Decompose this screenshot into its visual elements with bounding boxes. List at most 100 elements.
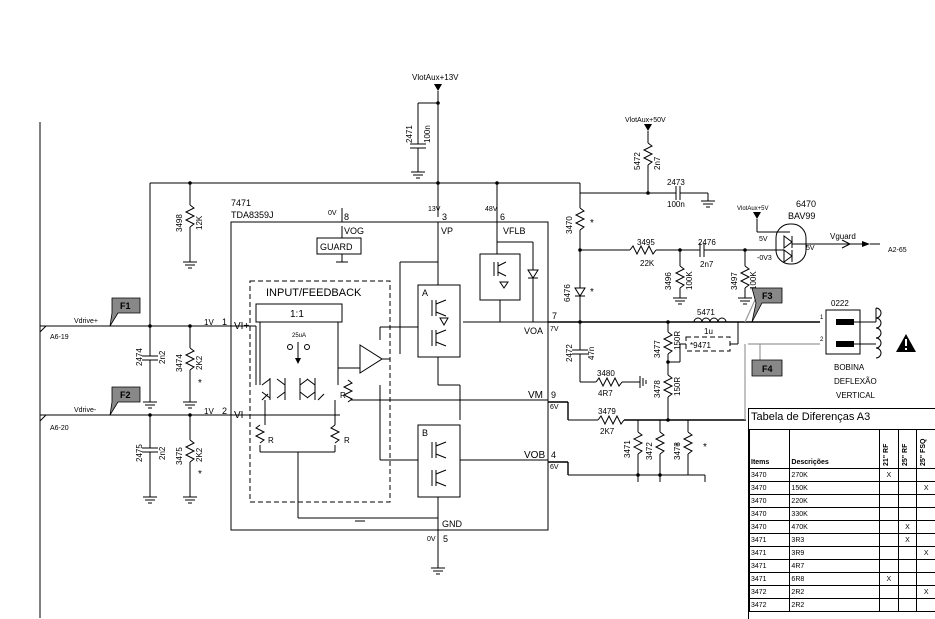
volt-pin4: 6V bbox=[550, 464, 559, 471]
r3474-ref: 3474 bbox=[175, 354, 184, 372]
table-cell-c bbox=[917, 573, 935, 586]
r3471-ref: 3471 bbox=[623, 440, 632, 458]
r3496-ref: 3496 bbox=[664, 272, 673, 290]
vdrive-minus-label: Vdrive- bbox=[74, 407, 97, 414]
d6476-ref: 6476 bbox=[563, 284, 572, 302]
c2473-ref: 2473 bbox=[667, 178, 685, 187]
table-cell-a bbox=[879, 521, 898, 534]
volt-pin9: 6V bbox=[550, 404, 559, 411]
supply-arrow-13v bbox=[434, 84, 442, 91]
r3479-value: 2K7 bbox=[600, 427, 615, 436]
table-cell-c bbox=[917, 521, 935, 534]
table-cell-c bbox=[917, 495, 935, 508]
r3496-value: 100K bbox=[685, 271, 694, 290]
table-cell-item: 3471 bbox=[750, 560, 790, 573]
r3477-value: 150R bbox=[673, 331, 682, 350]
table-cell-b bbox=[898, 547, 917, 560]
flag-f2-label: F2 bbox=[120, 390, 131, 400]
table-cell-item: 3470 bbox=[750, 521, 790, 534]
r3470-ref: 3470 bbox=[565, 216, 574, 234]
table-title: Tabela de Diferenças A3 bbox=[751, 411, 870, 423]
a6-19-label: A6-19 bbox=[50, 334, 69, 341]
c2476-ref: 2476 bbox=[698, 238, 716, 247]
volt-pin2: 1V bbox=[204, 407, 214, 416]
table-cell-item: 3470 bbox=[750, 469, 790, 482]
table-cell-b bbox=[898, 586, 917, 599]
table-cell-a bbox=[879, 495, 898, 508]
ic-part: TDA8359J bbox=[231, 210, 274, 220]
pin-1: 1 bbox=[222, 317, 227, 327]
c2474-ref: 2474 bbox=[135, 348, 144, 366]
r3470-star: * bbox=[590, 218, 594, 229]
r3497-value: 100K bbox=[749, 271, 758, 290]
table-cell-a bbox=[879, 534, 898, 547]
table-cell-c bbox=[917, 534, 935, 547]
r3475-star: * bbox=[198, 469, 202, 480]
table-cell-item: 3471 bbox=[750, 534, 790, 547]
volt-pin7: 7V bbox=[550, 326, 559, 333]
table-cell-c: X bbox=[917, 586, 935, 599]
table-cell-desc: 270K bbox=[790, 469, 880, 482]
l5471-value: 1u bbox=[704, 327, 713, 336]
r3498-value: 12K bbox=[195, 215, 204, 230]
flag-f1-label: F1 bbox=[120, 301, 131, 311]
internal-resistor-r2: R bbox=[344, 436, 350, 445]
table-cell-c bbox=[917, 560, 935, 573]
ic-gnd-label: GND bbox=[442, 519, 463, 529]
r3477-ref: 3477 bbox=[653, 340, 662, 358]
volt-5v-b: 5V bbox=[806, 245, 815, 252]
c2475-ref: 2475 bbox=[135, 444, 144, 462]
col-25rf: 25" RF bbox=[900, 444, 911, 466]
r3497-ref: 3497 bbox=[730, 272, 739, 290]
l5471-note: *9471 bbox=[690, 341, 711, 350]
table-cell-item: 3472 bbox=[750, 599, 790, 612]
table-cell-item: 3471 bbox=[750, 573, 790, 586]
connector-0222 bbox=[826, 310, 860, 354]
a2-65-label: A2-65 bbox=[888, 247, 907, 254]
input-feedback-label: INPUT/FEEDBACK bbox=[266, 287, 362, 299]
c2476-value: 2n7 bbox=[700, 260, 714, 269]
vguard-label: Vguard bbox=[830, 232, 856, 241]
deflection-coil bbox=[876, 308, 881, 358]
table-cell-a bbox=[879, 482, 898, 495]
connector-pin-1: 1 bbox=[820, 315, 824, 321]
ic-ref: 7471 bbox=[231, 198, 251, 208]
opamp-symbol bbox=[360, 345, 382, 373]
c2471-ref: 2471 bbox=[405, 125, 414, 143]
c2474-value: 2n2 bbox=[158, 350, 167, 364]
amp-b-label: B bbox=[422, 428, 428, 438]
r5472-ref: 5472 bbox=[633, 152, 642, 170]
input-feedback-block bbox=[250, 281, 390, 502]
table-cell-desc: 4R7 bbox=[790, 560, 880, 573]
flag-f3-label: F3 bbox=[762, 291, 773, 301]
internal-resistor-r1: R bbox=[268, 436, 274, 445]
r3475-ref: 3475 bbox=[175, 447, 184, 465]
r3478-ref: 3478 bbox=[653, 380, 662, 398]
volt-5v-a: 5V bbox=[759, 236, 768, 243]
volt-pin6: 48V bbox=[485, 206, 498, 213]
table-cell-desc: 3R3 bbox=[790, 534, 880, 547]
table-cell-item: 3470 bbox=[750, 482, 790, 495]
coil-label-1: BOBINA bbox=[834, 363, 865, 372]
pin-6: 6 bbox=[500, 212, 505, 222]
d6476-star: * bbox=[590, 287, 594, 298]
d6470-value: BAV99 bbox=[788, 211, 815, 221]
pin-9: 9 bbox=[551, 390, 556, 400]
volt-pin1: 1V bbox=[204, 318, 214, 327]
r3472-ref: 3472 bbox=[645, 442, 654, 460]
volt-pin8: 0V bbox=[328, 210, 337, 217]
table-cell-a: X bbox=[879, 573, 898, 586]
table-cell-b: X bbox=[898, 534, 917, 547]
col-25fsq: 25" FSQ bbox=[918, 439, 929, 466]
col-descriptions: Descrições bbox=[790, 430, 880, 469]
pin-5: 5 bbox=[443, 534, 448, 544]
supply-50v-label: VlotAux+50V bbox=[625, 117, 666, 124]
